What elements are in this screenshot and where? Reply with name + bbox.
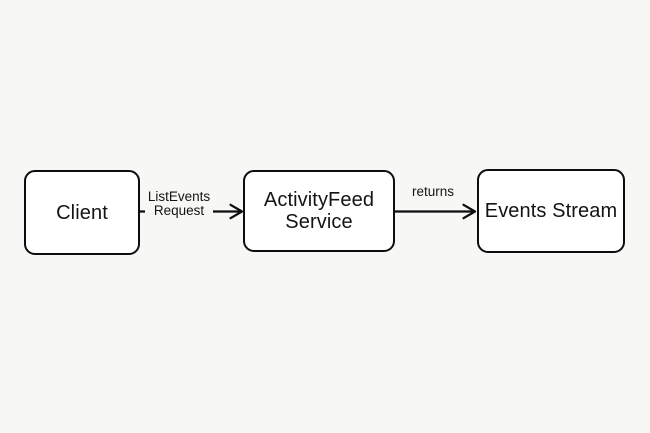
node-events-stream-label: Events Stream bbox=[484, 200, 618, 222]
edge-label-listevents-request: ListEvents Request bbox=[145, 190, 213, 218]
node-events-stream: Events Stream bbox=[477, 169, 625, 253]
node-client-label: Client bbox=[56, 201, 108, 224]
edge-service-to-events-arrowhead-icon bbox=[462, 203, 477, 220]
edge-client-to-service-arrowhead-icon bbox=[229, 203, 244, 220]
edge-label-line: Request bbox=[153, 203, 205, 218]
edge-label-returns: returns bbox=[403, 185, 463, 199]
edge-label-line: ListEvents bbox=[147, 189, 211, 204]
node-activityfeed-service-label: ActivityFeed Service bbox=[263, 189, 375, 233]
node-activityfeed-service: ActivityFeed Service bbox=[243, 170, 395, 252]
edge-label-line: returns bbox=[411, 184, 455, 199]
node-client: Client bbox=[24, 170, 140, 255]
